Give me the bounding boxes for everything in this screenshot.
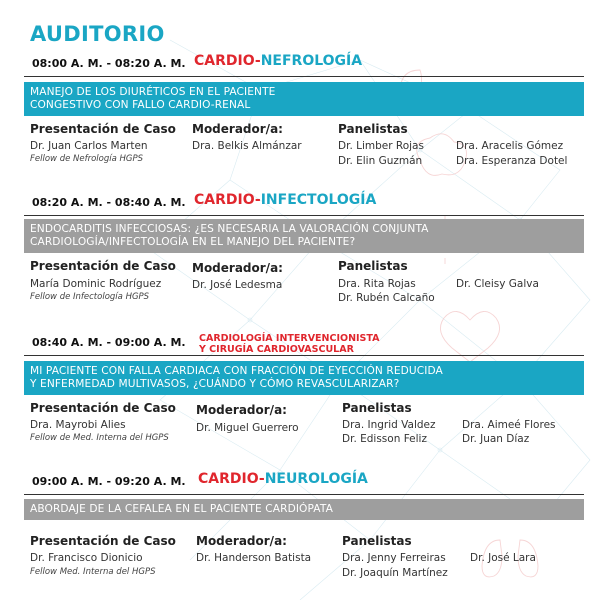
case-presenter-role: Fellow Med. Interna del HGPS: [30, 567, 156, 577]
case-presenter-role: Fellow de Nefrología HGPS: [30, 154, 144, 164]
topic-banner: MANEJO DE LOS DIURÉTICOS EN EL PACIENTE …: [24, 82, 584, 116]
case-presenter: Dr. Francisco Dionicio: [30, 552, 143, 564]
panelist: Dra. Esperanza Dotel: [456, 155, 568, 167]
moderator-name: Dra. Belkis Almánzar: [192, 140, 302, 152]
panelists-heading: Panelistas: [342, 401, 412, 415]
case-heading: Presentación de Caso: [30, 401, 176, 415]
panelists-heading: Panelistas: [342, 534, 412, 548]
case-heading: Presentación de Caso: [30, 259, 176, 273]
panelist: Dr. Elin Guzmán: [338, 155, 423, 167]
moderator-name: Dr. Handerson Batista: [196, 552, 312, 564]
case-presenter: Dr. Juan Carlos Marten: [30, 140, 148, 152]
panelist: Dra. Aimeé Flores: [462, 419, 556, 431]
time-range: 09:00 A. M. - 09:20 A. M.: [32, 475, 186, 488]
panelist: Dra. Jenny Ferreiras: [342, 552, 446, 564]
time-bar: 09:00 A. M. - 09:20 A. M. CARDIO-NEUROLO…: [24, 470, 584, 495]
panelist: Dra. Aracelis Gómez: [456, 140, 564, 152]
topic-banner: ENDOCARDITIS INFECCIOSAS: ¿ES NECESARIA …: [24, 219, 584, 253]
time-bar: 08:00 A. M. - 08:20 A. M. CARDIO-NEFROLO…: [24, 52, 584, 77]
panelists-heading: Panelistas: [338, 122, 408, 136]
panelist: Dr. Cleisy Galva: [456, 278, 539, 290]
panelist: Dr. Rubén Calcaño: [338, 292, 435, 304]
specialty-title: CARDIOLOGÍA INTERVENCIONISTA Y CIRUGÍA C…: [199, 333, 380, 355]
time-bar: 08:20 A. M. - 08:40 A. M. CARDIO-INFECTO…: [24, 191, 584, 216]
topic-banner: MI PACIENTE CON FALLA CARDIACA CON FRACC…: [24, 361, 584, 395]
panelist: Dr. Limber Rojas: [338, 140, 424, 152]
case-presenter-role: Fellow de Med. Interna del HGPS: [30, 433, 169, 443]
panelist: Dr. Edisson Feliz: [342, 433, 427, 445]
moderator-heading: Moderador/a:: [192, 261, 283, 275]
moderator-heading: Moderador/a:: [196, 534, 287, 548]
specialty-title: CARDIO-NEFROLOGÍA: [194, 53, 363, 69]
case-heading: Presentación de Caso: [30, 534, 176, 548]
panelist: Dra. Rita Rojas: [338, 278, 416, 290]
specialty-title: CARDIO-NEUROLOGÍA: [198, 471, 368, 487]
moderator-name: Dr. Miguel Guerrero: [196, 422, 299, 434]
time-range: 08:40 A. M. - 09:00 A. M.: [32, 336, 186, 349]
moderator-heading: Moderador/a:: [196, 403, 287, 417]
panelists-heading: Panelistas: [338, 259, 408, 273]
panelist: Dr. José Lara: [470, 552, 536, 564]
case-presenter: Dra. Mayrobi Alies: [30, 419, 126, 431]
moderator-heading: Moderador/a:: [192, 122, 283, 136]
specialty-title: CARDIO-INFECTOLOGÍA: [194, 192, 377, 208]
panelist: Dr. Joaquín Martínez: [342, 567, 448, 579]
time-range: 08:00 A. M. - 08:20 A. M.: [32, 57, 186, 70]
topic-banner: ABORDAJE DE LA CEFALEA EN EL PACIENTE CA…: [24, 499, 584, 520]
case-presenter: María Dominic Rodríguez: [30, 278, 162, 290]
case-presenter-role: Fellow de Infectología HGPS: [30, 292, 150, 302]
time-bar: 08:40 A. M. - 09:00 A. M. CARDIOLOGÍA IN…: [24, 331, 584, 356]
time-range: 08:20 A. M. - 08:40 A. M.: [32, 196, 186, 209]
moderator-name: Dr. José Ledesma: [192, 279, 283, 291]
panelist: Dra. Ingrid Valdez: [342, 419, 436, 431]
page-title: AUDITORIO: [30, 22, 165, 46]
panelist: Dr. Juan Díaz: [462, 433, 530, 445]
case-heading: Presentación de Caso: [30, 122, 176, 136]
